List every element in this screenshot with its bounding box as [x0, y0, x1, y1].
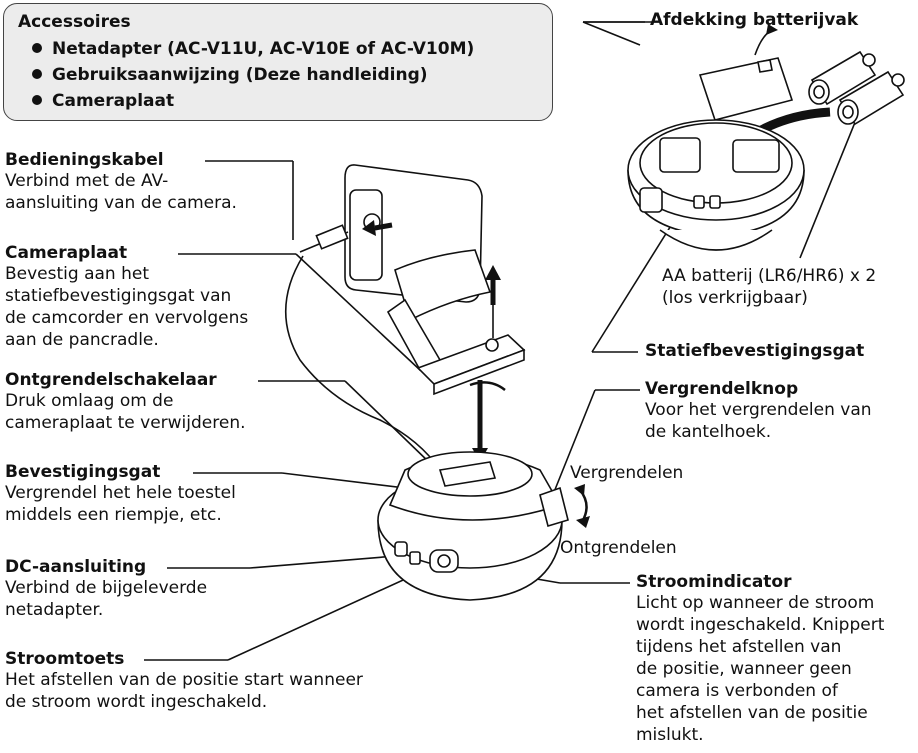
bullet-icon — [32, 95, 42, 105]
callout-bevestigingsgat: Bevestigingsgat Vergrendel het hele toes… — [5, 462, 236, 525]
callout-aa-batterij: AA batterij (LR6/HR6) x 2 (los verkrijgb… — [662, 266, 877, 308]
callout-title: DC-aansluiting — [5, 557, 147, 577]
callout-bedieningskabel: Bedieningskabel Verbind met de AV- aansl… — [5, 150, 237, 213]
callout-stroomtoets: Stroomtoets Het afstellen van de positie… — [5, 649, 363, 712]
accessory-item: Gebruiksaanwijzing (Deze handleiding) — [18, 62, 474, 88]
callout-afdekking-batterijvak: Afdekking batterijvak — [650, 10, 859, 30]
callout-vergrendelknop: Vergrendelknop Voor het vergrendelen van… — [645, 379, 872, 442]
accessories-title: Accessoires — [18, 12, 131, 32]
callout-title: Bevestigingsgat — [5, 462, 161, 482]
callout-title: Bedieningskabel — [5, 150, 164, 170]
pancradle-body-icon — [377, 451, 569, 601]
callout-stroomindicator: Stroomindicator Licht op wanneer de stro… — [636, 572, 885, 745]
callout-ontgrendelschakelaar: Ontgrendelschakelaar Druk omlaag om de c… — [5, 370, 246, 433]
callout-title: Stroomindicator — [636, 572, 792, 592]
accessory-item: Cameraplaat — [18, 88, 474, 114]
callout-title: Stroomtoets — [5, 649, 125, 669]
callout-title: Cameraplaat — [5, 243, 128, 263]
accessory-item: Netadapter (AC-V11U, AC-V10E of AC-V10M) — [18, 36, 474, 62]
battery-cover-icon — [698, 57, 794, 121]
control-cable-icon — [284, 224, 441, 471]
aa-batteries-icon — [808, 50, 905, 126]
cover-arrow-icon — [754, 29, 773, 56]
camcorder-icon — [344, 164, 492, 372]
bullet-icon — [32, 69, 42, 79]
camera-plate-icon — [416, 290, 526, 396]
callout-statiefbevestigingsgat: Statiefbevestigingsgat — [645, 341, 865, 361]
bullet-icon — [32, 43, 42, 53]
label-vergrendelen: Vergrendelen — [570, 463, 684, 483]
label-ontgrendelen: Ontgrendelen — [560, 538, 677, 558]
accessories-list: Netadapter (AC-V11U, AC-V10E of AC-V10M)… — [18, 36, 474, 114]
callout-dc-aansluiting: DC-aansluiting Verbind de bijgeleverde n… — [5, 557, 208, 620]
cradle-top-view-icon — [627, 119, 805, 251]
callout-title: Ontgrendelschakelaar — [5, 370, 217, 390]
callout-cameraplaat: Cameraplaat Bevestig aan het statiefbeve… — [5, 243, 249, 350]
callout-title: Vergrendelknop — [645, 379, 799, 399]
accessories-box: Accessoires Netadapter (AC-V11U, AC-V10E… — [3, 3, 553, 121]
